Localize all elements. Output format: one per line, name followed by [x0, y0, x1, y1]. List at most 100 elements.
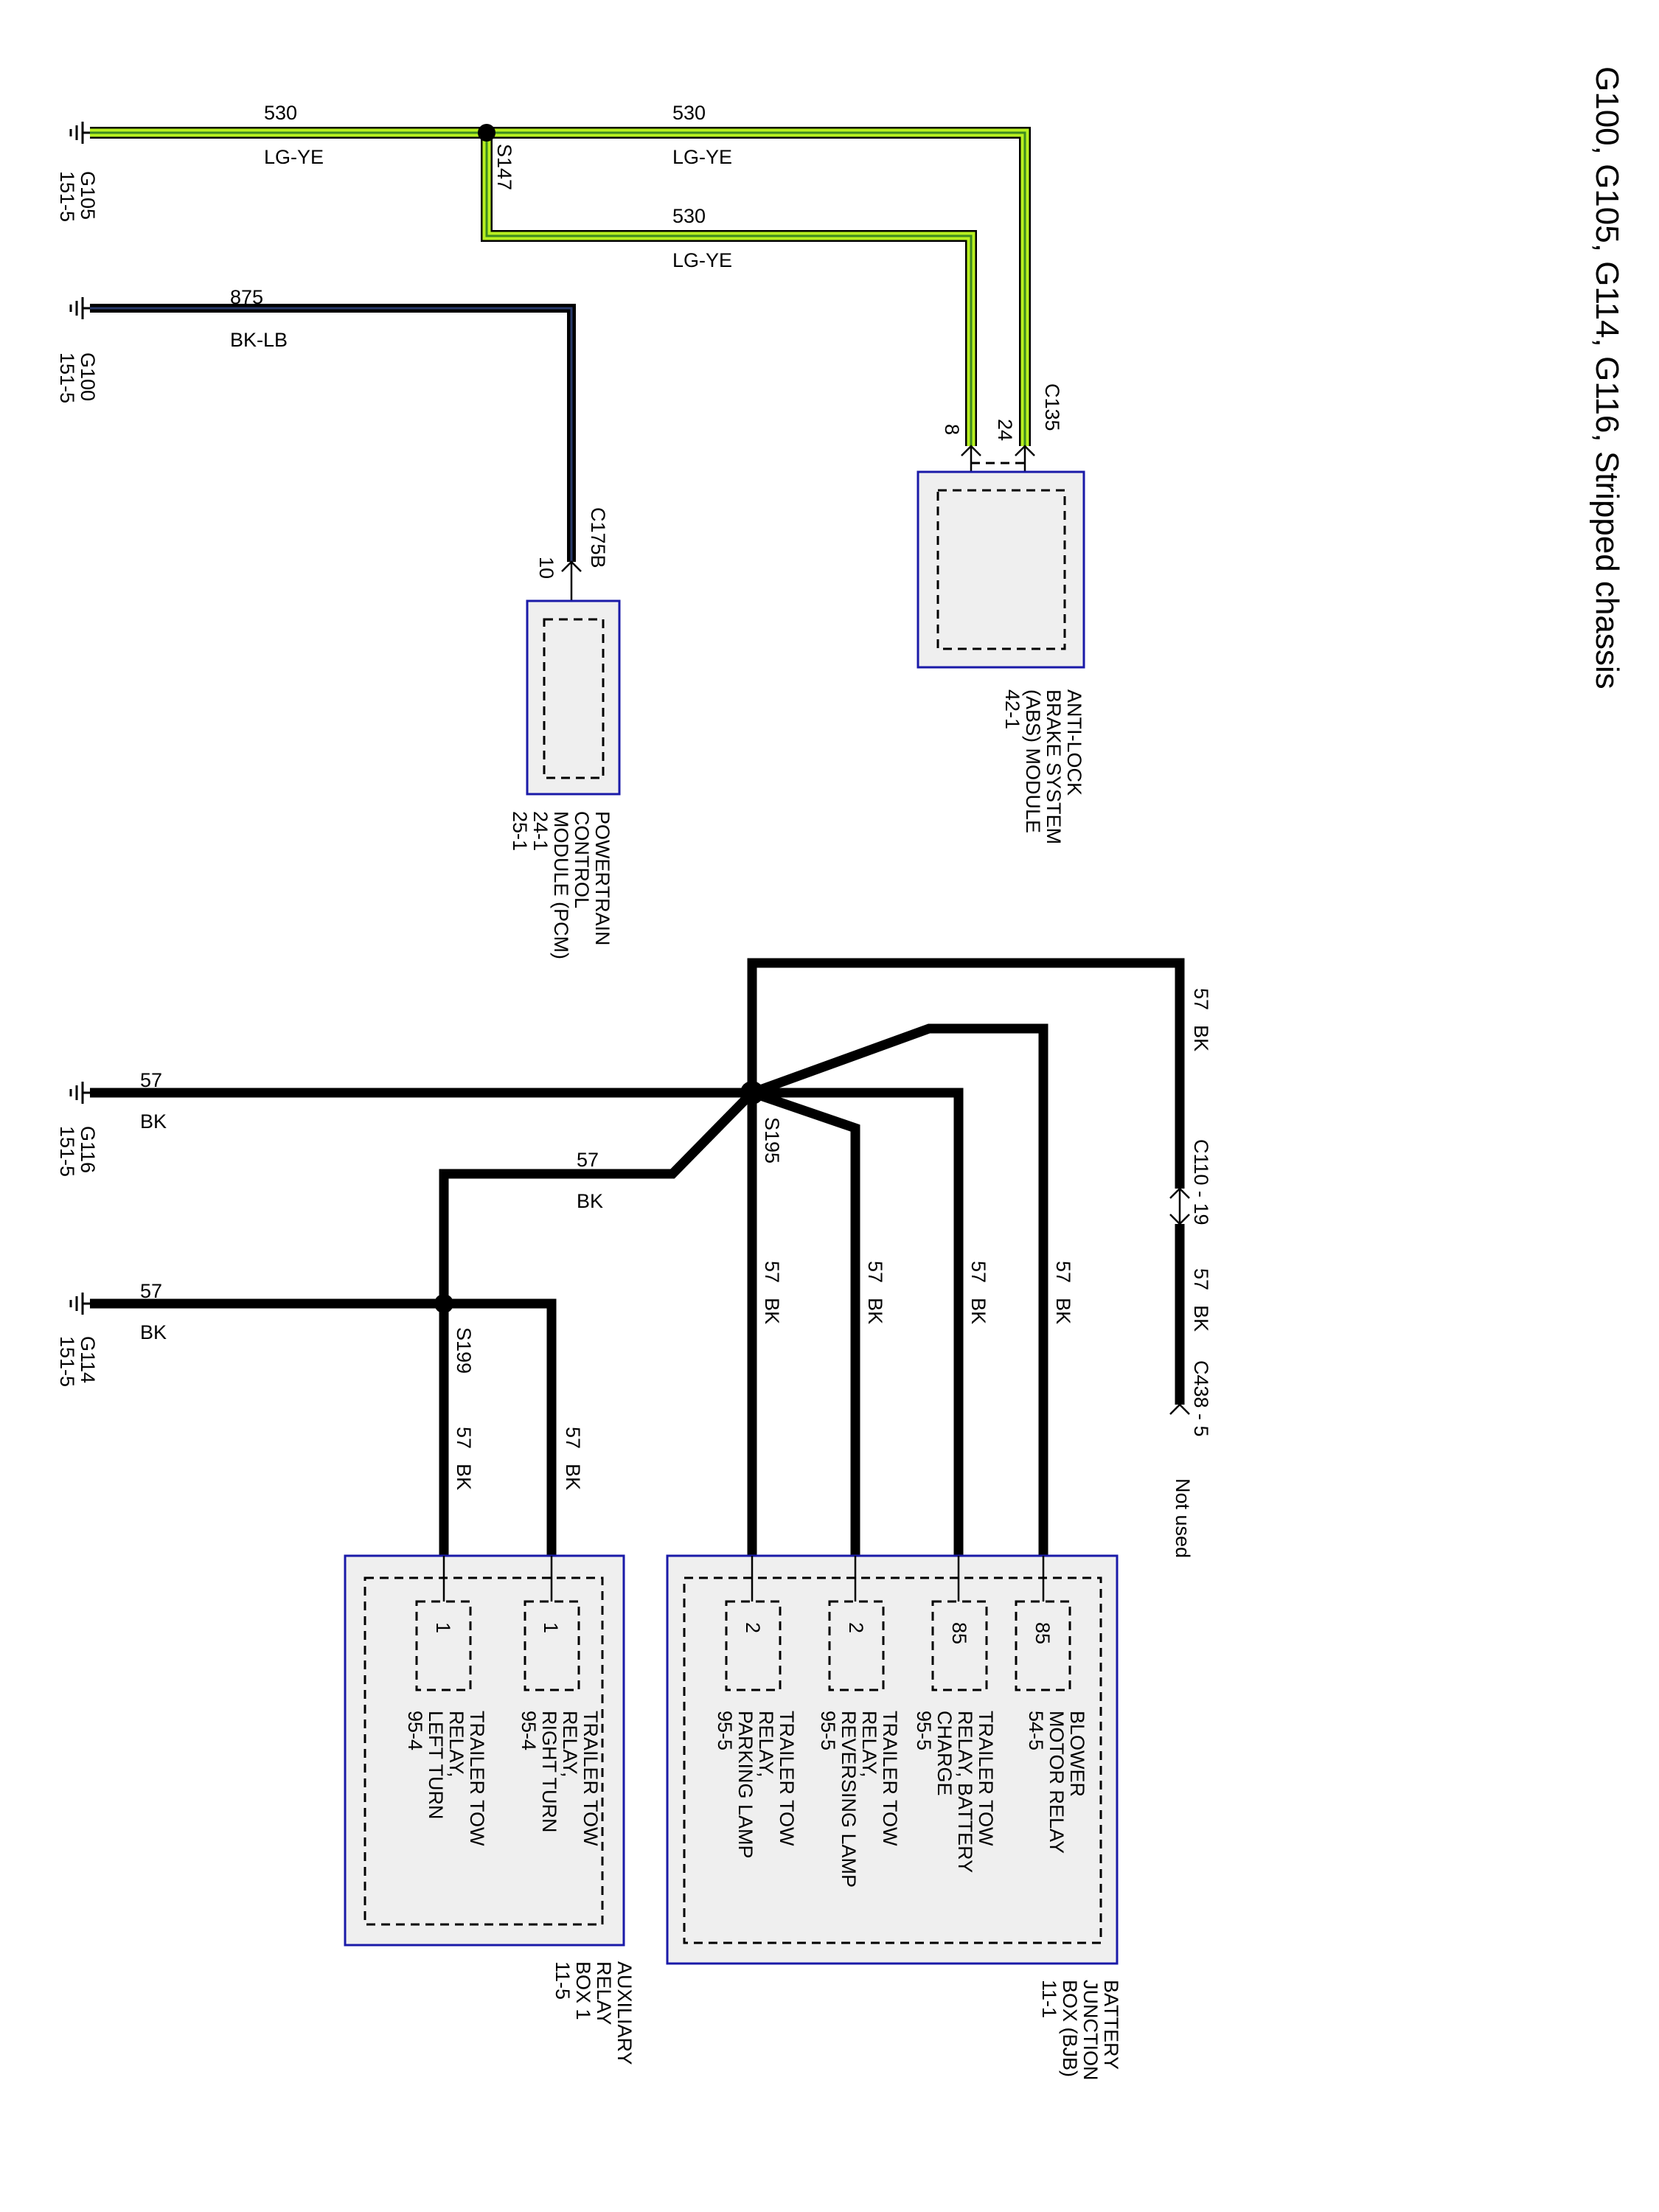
- relay-label-line: BLOWER: [1066, 1711, 1088, 1797]
- bjb-reversing-pin: 2: [845, 1622, 867, 1633]
- relay-label-line: MOTOR RELAY: [1046, 1711, 1068, 1854]
- diagram-title: G100, G105, G114, G116, Stripped chassis: [1589, 66, 1625, 689]
- relay-battery-charge-label: TRAILER TOW RELAY, BATTERY CHARGE 95-5: [913, 1711, 997, 1873]
- ground-g100-ref: 151-5: [56, 352, 78, 403]
- wire-label-circuit: 57: [967, 1261, 990, 1283]
- module-label-line: AUXILIARY: [613, 1961, 636, 2065]
- wire-label-circuit: 57: [577, 1149, 599, 1171]
- relay-label-line: TRAILER TOW: [975, 1711, 997, 1846]
- ground-g105-ref: 151-5: [56, 171, 78, 222]
- relay-label-ref: 54-5: [1025, 1711, 1047, 1750]
- abs-module-line: BRAKE SYSTEM: [1043, 689, 1065, 844]
- splice-s199-label: S199: [453, 1327, 475, 1374]
- wire-label-color: BK-LB: [230, 329, 288, 351]
- battery-junction-box: 2 2 85 85 TRAILER TOW RELAY, PARKING LAM…: [666, 1554, 1122, 2081]
- aux-right-turn-pin: 1: [540, 1622, 562, 1633]
- auxiliary-relay-box: 1 1 TRAILER TOW RELAY, LEFT TURN 95-4 TR…: [344, 1554, 636, 2065]
- wire-label-circuit: 530: [672, 102, 706, 124]
- abs-module-line: ANTI-LOCK: [1063, 689, 1085, 796]
- relay-label-ref: 95-4: [404, 1711, 426, 1750]
- bjb-parking-pin: 2: [742, 1622, 764, 1633]
- relay-left-turn-label: TRAILER TOW RELAY, LEFT TURN 95-4: [404, 1711, 488, 1846]
- relay-label-ref: 95-5: [714, 1711, 736, 1750]
- relay-label-line: RELAY,: [858, 1711, 880, 1778]
- wire-label-circuit: 57: [453, 1427, 475, 1449]
- battery-junction-box-label: BATTERY JUNCTION BOX (BJB) 11-1: [1038, 1980, 1122, 2081]
- connector-c110-label: C110 - 19: [1190, 1139, 1212, 1225]
- pcm-module-line: POWERTRAIN: [591, 811, 613, 946]
- pcm-module: POWERTRAIN CONTROL MODULE (PCM) 24-1 25-…: [509, 599, 621, 959]
- connector-c135-pin-24: 24: [994, 419, 1016, 441]
- module-label-line: JUNCTION: [1079, 1980, 1102, 2081]
- ground-g116-ref: 151-5: [56, 1126, 78, 1177]
- connector-c135-label: C135: [1041, 383, 1063, 431]
- abs-module: ANTI-LOCK BRAKE SYSTEM (ABS) MODULE 42-1: [917, 470, 1085, 844]
- pcm-module-ref: 24-1: [529, 811, 552, 851]
- relay-blower-motor-label: BLOWER MOTOR RELAY 54-5: [1025, 1711, 1088, 1854]
- module-label-line: BATTERY: [1100, 1980, 1122, 2070]
- abs-module-ref: 42-1: [1001, 689, 1023, 729]
- connector-c438-label: C438 - 5: [1190, 1360, 1212, 1437]
- splice-s147-label: S147: [493, 144, 515, 190]
- auxiliary-relay-box-label: AUXILIARY RELAY BOX 1 11-5: [552, 1961, 636, 2065]
- relay-label-line: REVERSING LAMP: [838, 1711, 860, 1888]
- relay-label-line: TRAILER TOW: [776, 1711, 798, 1846]
- connector-c135-pin-8: 8: [941, 424, 963, 435]
- relay-label-ref: 95-4: [518, 1711, 540, 1750]
- aux-left-turn-pin: 1: [432, 1622, 454, 1633]
- ground-g105-name: G105: [77, 171, 99, 220]
- relay-label-ref: 95-5: [817, 1711, 839, 1750]
- wire-57-bk-group: [90, 958, 1185, 1556]
- wire-label-color: BK: [140, 1110, 167, 1133]
- splice-s195-dot: [740, 1081, 764, 1105]
- module-label-line: RELAY: [593, 1961, 615, 2025]
- relay-reversing-lamp-label: TRAILER TOW RELAY, REVERSING LAMP 95-5: [817, 1711, 901, 1888]
- ground-symbol-icon: [69, 1293, 90, 1315]
- pcm-module-line: MODULE (PCM): [550, 811, 572, 959]
- relay-label-line: TRAILER TOW: [466, 1711, 488, 1846]
- wire-label-circuit: 530: [264, 102, 297, 124]
- wire-label-circuit: 57: [1190, 988, 1212, 1010]
- wire-label-circuit: 57: [1052, 1261, 1074, 1283]
- abs-module-line: (ABS) MODULE: [1022, 689, 1044, 833]
- wire-label-color: LG-YE: [672, 146, 732, 168]
- wire-label-circuit: 57: [864, 1261, 886, 1283]
- splice-s195-label: S195: [761, 1117, 783, 1164]
- module-label-ref: 11-5: [552, 1961, 574, 2000]
- relay-label-line: RIGHT TURN: [538, 1711, 560, 1833]
- ground-g100-name: G100: [77, 352, 99, 401]
- wire-label-color: BK: [453, 1464, 475, 1490]
- relay-label-line: PARKING LAMP: [734, 1711, 757, 1859]
- relay-parking-lamp-label: TRAILER TOW RELAY, PARKING LAMP 95-5: [714, 1711, 798, 1859]
- relay-label-line: RELAY, BATTERY: [954, 1711, 976, 1873]
- wire-label-color: BK: [140, 1321, 167, 1343]
- relay-label-line: RELAY,: [445, 1711, 467, 1778]
- not-used-label: Not used: [1172, 1478, 1194, 1558]
- wire-label-circuit: 57: [562, 1427, 584, 1449]
- bjb-battery-pin: 85: [948, 1622, 970, 1644]
- module-label-line: BOX (BJB): [1059, 1980, 1081, 2077]
- ground-symbol-icon: [69, 1082, 90, 1104]
- pcm-module-line: CONTROL: [571, 811, 593, 908]
- wire-label-circuit: 530: [672, 205, 706, 227]
- splice-s199-dot: [434, 1294, 453, 1313]
- wire-label-color: LG-YE: [672, 249, 732, 271]
- relay-label-line: LEFT TURN: [425, 1711, 447, 1820]
- relay-label-line: TRAILER TOW: [879, 1711, 901, 1846]
- relay-label-line: TRAILER TOW: [580, 1711, 602, 1846]
- wire-label-color: BK: [1052, 1298, 1074, 1324]
- wire-label-circuit: 57: [1190, 1268, 1212, 1290]
- pcm-module-ref: 25-1: [509, 811, 531, 851]
- relay-right-turn-label: TRAILER TOW RELAY, RIGHT TURN 95-4: [518, 1711, 602, 1846]
- wire-label-color: LG-YE: [264, 146, 324, 168]
- wire-label-color: BK: [967, 1298, 990, 1324]
- ground-g114-name: G114: [77, 1336, 99, 1383]
- ground-symbol-icon: [69, 297, 90, 319]
- wire-530-lgye-group: [90, 127, 1031, 446]
- pcm-module-label: POWERTRAIN CONTROL MODULE (PCM) 24-1 25-…: [509, 811, 613, 959]
- module-label-ref: 11-1: [1038, 1980, 1060, 2018]
- wire-label-color: BK: [761, 1298, 783, 1324]
- relay-label-ref: 95-5: [913, 1711, 935, 1750]
- bjb-blower-pin: 85: [1032, 1622, 1054, 1644]
- connector-c175b-pin: 10: [535, 557, 557, 579]
